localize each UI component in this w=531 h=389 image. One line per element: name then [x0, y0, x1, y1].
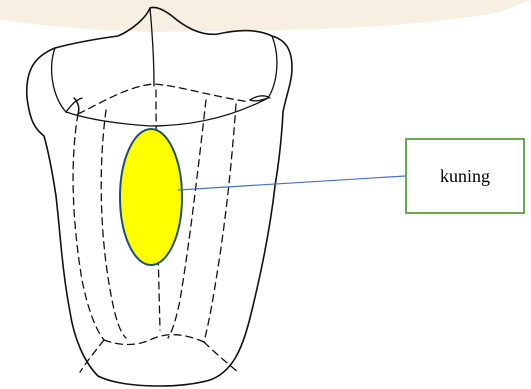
right-tip-curve — [250, 36, 277, 101]
tip-contour — [66, 98, 268, 126]
dashed-right-outer — [204, 104, 236, 342]
dashed-bottom-right — [204, 342, 238, 372]
dashed-top-arc — [78, 84, 250, 114]
watermark-band — [0, 0, 531, 32]
dashed-left-outer — [73, 114, 104, 340]
yellow-region — [120, 129, 182, 265]
dashed-bottom-arc — [104, 335, 204, 345]
label-box: kuning — [405, 138, 525, 214]
leader-line — [178, 176, 405, 190]
label-kuning: kuning — [440, 167, 490, 185]
